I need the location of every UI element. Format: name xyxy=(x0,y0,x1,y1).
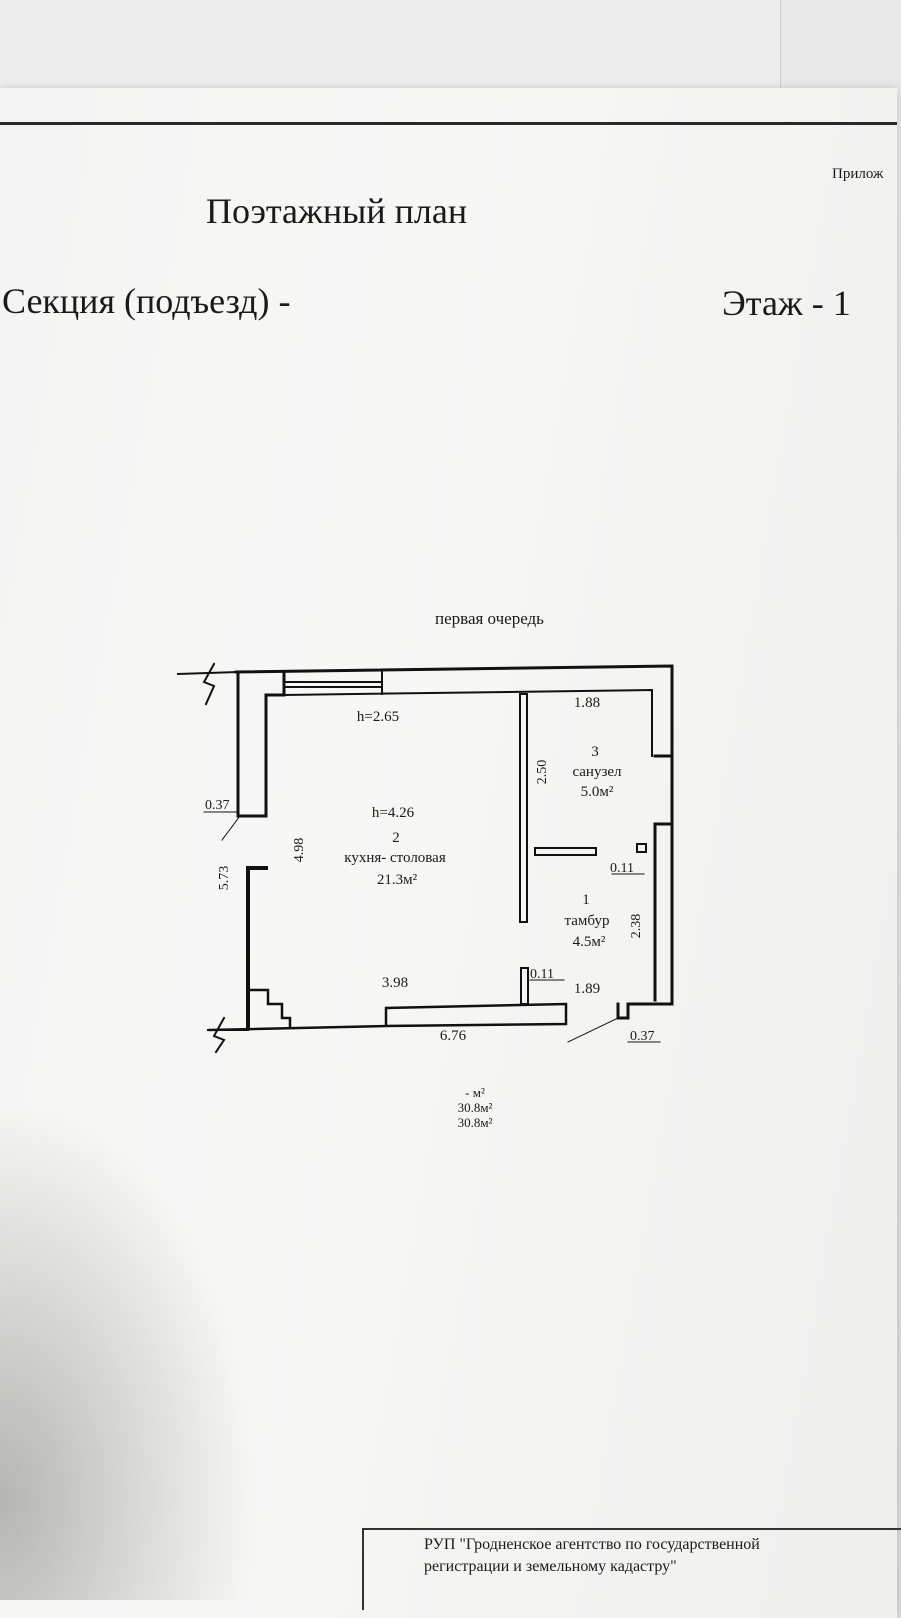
dim-top-right: 1.88 xyxy=(574,695,600,711)
dim-outer-width: 6.76 xyxy=(440,1028,467,1044)
document-page xyxy=(0,88,897,1618)
dim-left-wall: 0.37 xyxy=(205,798,230,813)
room-1-area: 4.5м² xyxy=(573,934,606,950)
dim-right-wall: 0.37 xyxy=(630,1029,655,1044)
floor-label: Этаж - 1 xyxy=(722,283,851,323)
outer-wall-bottom xyxy=(208,1002,568,1032)
room-1-number: 1 xyxy=(582,892,590,908)
door-swing-right xyxy=(567,1017,619,1043)
dim-outer-height: 5.73 xyxy=(217,866,232,891)
room-3-name: санузел xyxy=(572,764,622,780)
dim-bottom-inner: 3.98 xyxy=(382,975,408,991)
dim-inner-height: 4.98 xyxy=(292,838,307,863)
room-1-name: тамбур xyxy=(565,913,610,929)
issuer-line-2: регистрации и земельному кадастру" xyxy=(424,1558,677,1575)
room-2-number: 2 xyxy=(392,830,400,846)
bottom-stub xyxy=(520,967,529,1005)
break-bottom xyxy=(207,1016,249,1054)
summary-line-1: - м² xyxy=(465,1085,485,1100)
room-2-name: кухня- столовая xyxy=(344,850,446,866)
room-2-area: 21.3м² xyxy=(377,872,418,888)
background-sheet xyxy=(0,0,800,91)
room-2-height: h=4.26 xyxy=(372,805,415,821)
area-summary: - м² 30.8м² 30.8м² xyxy=(430,1085,520,1130)
right-wall-upper xyxy=(653,754,674,826)
issuer-stamp-box: РУП "Гродненское агентство по государств… xyxy=(362,1528,901,1610)
pointer-left xyxy=(221,815,241,841)
background-sheet-corner xyxy=(780,0,901,95)
page-title: Поэтажный план xyxy=(206,191,468,231)
partition-wall xyxy=(519,693,528,923)
dim-vestibule-width: 1.89 xyxy=(574,981,600,997)
window-height: h=2.65 xyxy=(357,709,399,725)
summary-line-3: 30.8м² xyxy=(457,1115,493,1130)
dim-vestibule-height: 2.38 xyxy=(629,914,644,939)
inner-wall-top xyxy=(282,688,653,757)
issuer-line-1: РУП "Гродненское агентство по государств… xyxy=(424,1536,760,1553)
appendix-label: Прилож xyxy=(832,166,884,182)
dim-partition-bottom: 0.11 xyxy=(530,967,554,982)
small-post xyxy=(636,843,647,853)
window-top xyxy=(283,670,383,696)
outer-wall-top xyxy=(234,664,674,758)
dim-bath-height: 2.50 xyxy=(535,760,550,785)
bath-partition xyxy=(534,847,597,856)
top-rule xyxy=(0,122,897,125)
outer-wall-left-top xyxy=(236,670,286,818)
room-3-number: 3 xyxy=(591,744,599,760)
section-label: Секция (подъезд) - xyxy=(2,281,291,321)
break-top xyxy=(176,662,240,706)
queue-label: первая очередь xyxy=(435,609,544,628)
right-wall-lower xyxy=(616,822,674,1020)
dim-partition: 0.11 xyxy=(610,861,634,876)
room-3-area: 5.0м² xyxy=(581,784,614,800)
summary-line-2: 30.8м² xyxy=(457,1100,493,1115)
step-bottom-left xyxy=(246,988,292,1028)
outer-wall-left-bottom xyxy=(246,866,268,1028)
